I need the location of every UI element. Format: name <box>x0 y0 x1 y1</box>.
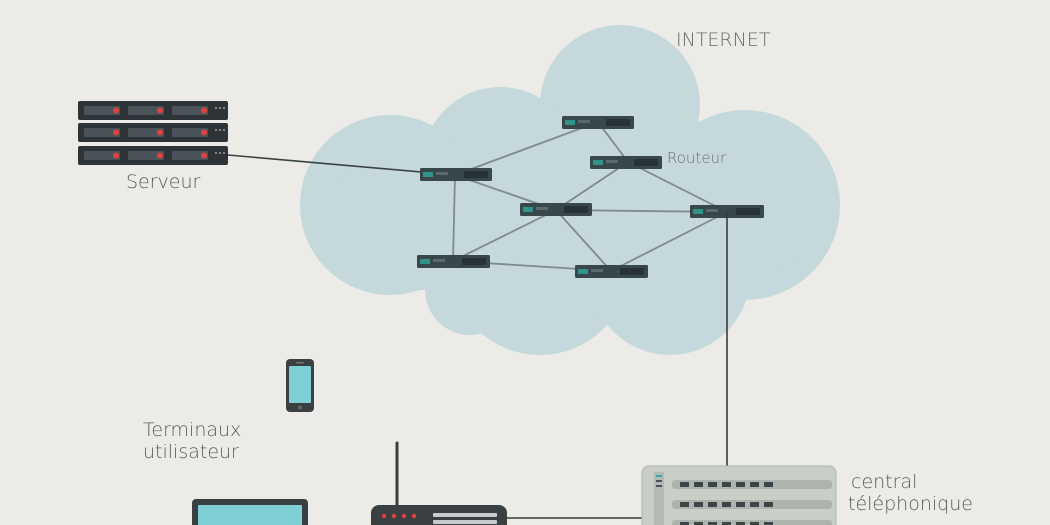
terminals-label-line2: utilisateur <box>143 440 239 463</box>
exchange-label: central téléphonique <box>848 471 973 516</box>
server-link <box>227 154 456 176</box>
telephone-exchange-icon <box>641 465 837 525</box>
exchange-label-line1: central <box>851 471 918 493</box>
router-icon <box>417 116 764 278</box>
terminals-label-line1: Terminaux <box>143 419 242 441</box>
server-label: Serveur <box>126 171 201 193</box>
smartphone-icon <box>286 359 314 412</box>
server-rack-icon <box>78 101 228 165</box>
terminals-label: Terminaux utilisateur <box>143 419 242 464</box>
exchange-label-line2: téléphonique <box>848 492 973 515</box>
laptop-icon <box>192 499 308 525</box>
internet-label: INTERNET <box>676 29 771 51</box>
cloud-icon <box>300 25 840 355</box>
router-label: Routeur <box>667 149 727 167</box>
modem-icon <box>371 441 507 525</box>
